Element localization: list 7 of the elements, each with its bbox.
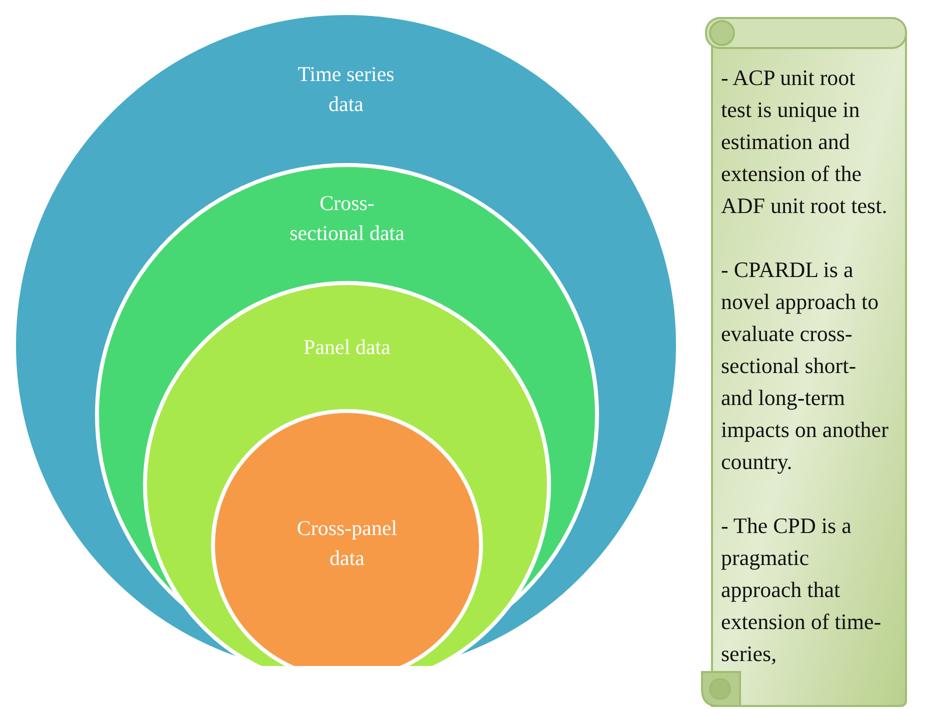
circle-label: Panel data (302, 334, 392, 361)
circle-label: Cross-panel data (296, 515, 398, 572)
circle-label: Cross-sectional data (288, 190, 406, 247)
note-paragraph: - The CPD is a pragmatic approach that extension of time-series, (721, 512, 882, 668)
note-paragraph: - ACP unit root test is unique in estimation and extension of the ADF unit root test. (721, 64, 888, 220)
circle-label: Time series data (296, 61, 396, 118)
note-paragraph: - CPARDL is a novel approach to evaluate cross-sectional short- and long-term impacts on another country. (721, 256, 890, 476)
